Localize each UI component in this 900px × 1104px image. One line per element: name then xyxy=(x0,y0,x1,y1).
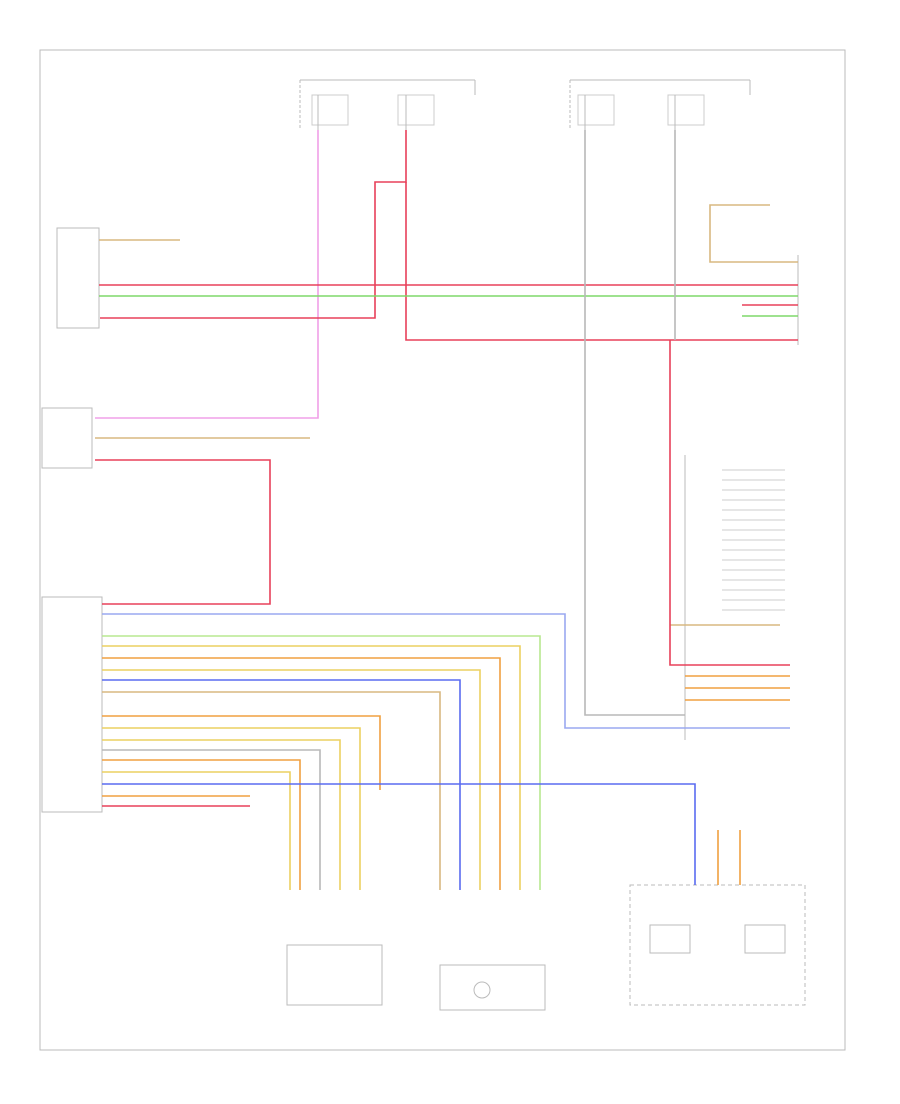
wire-lightblue-11 xyxy=(102,613,790,729)
brake-lamp-switch xyxy=(41,407,93,469)
wire-red-7 xyxy=(95,459,271,605)
wire-yellow-19 xyxy=(102,727,361,890)
fuse-panel-right xyxy=(569,79,751,130)
wire-yellow-23 xyxy=(102,771,291,890)
wire-tan-10 xyxy=(709,204,798,263)
wire-orange-22 xyxy=(102,759,301,890)
transmission-control-solenoid-valve xyxy=(629,884,806,1006)
accelerator-pedal-module xyxy=(286,944,383,1006)
wire-lightgreen-12 xyxy=(102,635,541,890)
wire-harness xyxy=(95,130,798,890)
left-headlamp xyxy=(56,227,100,329)
wire-red-2 xyxy=(405,182,798,341)
wire-blue-16 xyxy=(102,679,461,890)
wire-yellow-20 xyxy=(102,739,341,890)
fuse-panel-left xyxy=(299,79,476,130)
throttle-valve-control-module xyxy=(439,964,546,1011)
wire-yellow-13 xyxy=(102,645,521,890)
wire-orange-18 xyxy=(102,715,381,790)
wire-blue-24 xyxy=(102,783,696,885)
wire-tan-17 xyxy=(102,691,441,890)
wire-orange-14 xyxy=(102,657,501,890)
wire-gray-8 xyxy=(584,130,685,716)
wire-yellow-15 xyxy=(102,669,481,890)
wire-gray-21 xyxy=(102,749,321,890)
engine-control-module xyxy=(41,596,103,813)
wire-red-1 xyxy=(100,130,407,319)
wire-pink-0 xyxy=(95,130,319,419)
diagram-border xyxy=(39,49,846,1051)
wire-red-28 xyxy=(669,340,790,666)
